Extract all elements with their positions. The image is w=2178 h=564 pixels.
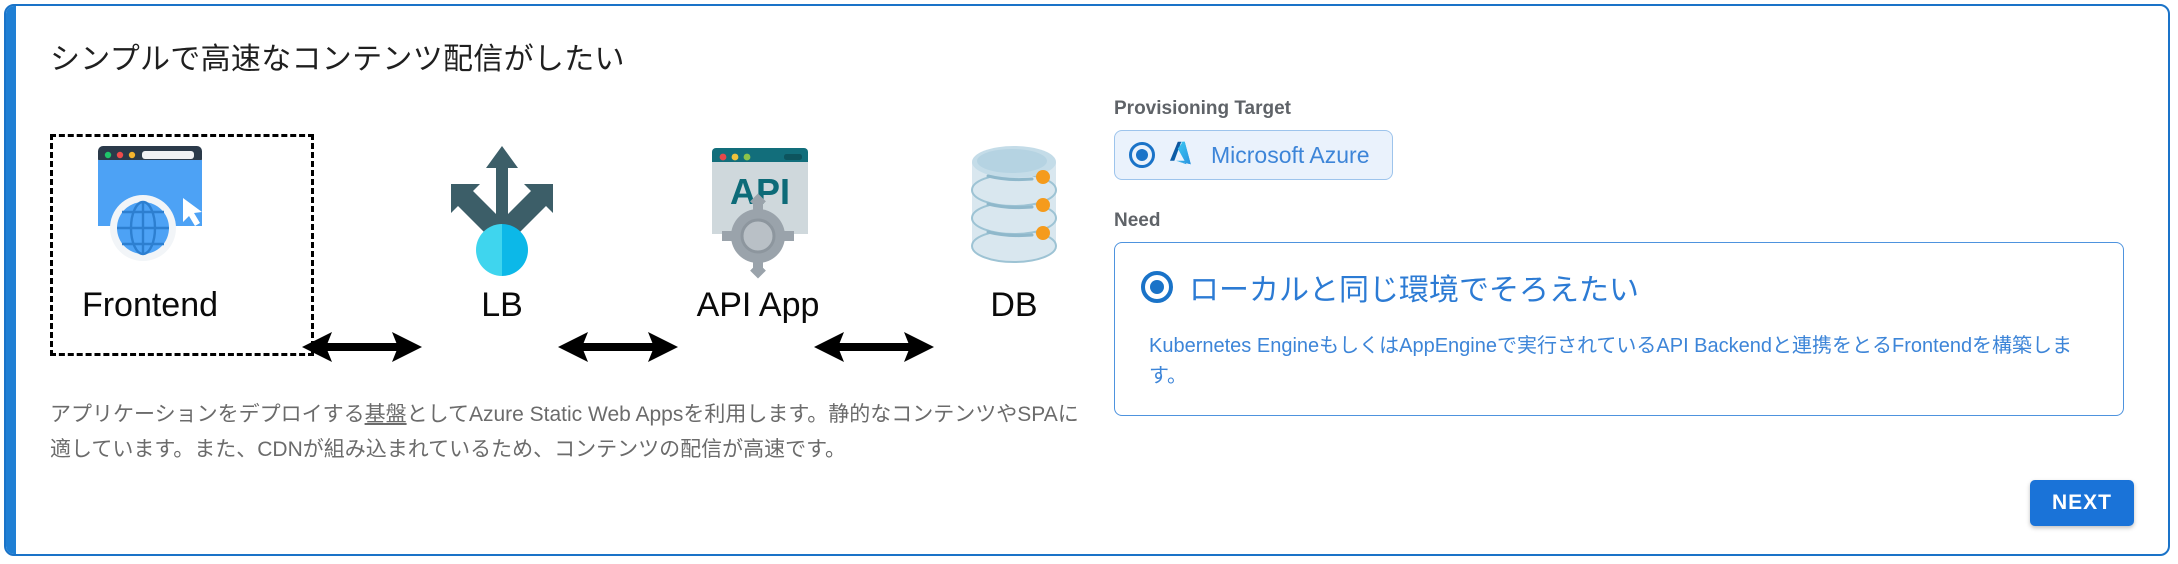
need-option-description: Kubernetes EngineもしくはAppEngineで実行されているAP… xyxy=(1149,335,2073,387)
description-part1: アプリケーションをデプロイする xyxy=(50,403,365,426)
need-option-selected[interactable]: ローカルと同じ環境でそろえたい xyxy=(1141,265,2097,309)
description-part2: としてAzure Static Web Appsを利用します。静的なコンテンツや… xyxy=(50,403,1079,461)
architecture-description: アプリケーションをデプロイする基盤としてAzure Static Web App… xyxy=(50,398,1090,467)
need-label: Need xyxy=(1114,210,1161,231)
need-option-label: ローカルと同じ環境でそろえたい xyxy=(1189,274,1639,307)
frontend-highlight-box xyxy=(50,134,314,356)
diagram-node-frontend[interactable]: Frontend xyxy=(50,124,250,356)
left-accent-bar xyxy=(6,6,16,554)
connector-frontend-lb xyxy=(302,324,422,370)
page-title: シンプルで高速なコンテンツ配信がしたい xyxy=(50,43,625,76)
wizard-card: シンプルで高速なコンテンツ配信がしたい xyxy=(4,4,2170,556)
browser-globe-icon xyxy=(80,132,220,282)
provisioning-target-label: Provisioning Target xyxy=(1114,98,1292,119)
connector-apiapp-db xyxy=(814,324,934,370)
diagram-node-lb[interactable]: LB xyxy=(402,124,602,356)
diagram-node-api-app[interactable]: API xyxy=(658,124,858,356)
load-balancer-icon xyxy=(432,132,572,282)
diagram-node-label: DB xyxy=(990,286,1038,324)
need-box: ローカルと同じ環境でそろえたい Kubernetes EngineもしくはApp… xyxy=(1114,242,2124,416)
provisioning-target-option-label: Microsoft Azure xyxy=(1211,141,1370,168)
description-underlined-term: 基盤 xyxy=(364,403,407,426)
options-panel: Provisioning Target xyxy=(1114,98,2124,416)
api-window-gear-icon: API xyxy=(688,132,828,282)
diagram-node-label: Frontend xyxy=(81,286,219,324)
radio-selected-icon[interactable] xyxy=(1141,271,1173,303)
connector-lb-apiapp xyxy=(558,324,678,370)
diagram-node-label: LB xyxy=(481,286,523,324)
radio-selected-icon[interactable] xyxy=(1129,142,1155,168)
architecture-diagram: Frontend xyxy=(50,124,1090,364)
diagram-node-db[interactable]: DB xyxy=(914,124,1114,356)
next-button[interactable]: NEXT xyxy=(2029,480,2134,526)
diagram-node-label: API App xyxy=(696,286,820,324)
provisioning-target-option-azure[interactable]: Microsoft Azure xyxy=(1114,130,1393,180)
database-cylinder-icon xyxy=(944,132,1084,282)
azure-logo-icon xyxy=(1169,140,1197,171)
